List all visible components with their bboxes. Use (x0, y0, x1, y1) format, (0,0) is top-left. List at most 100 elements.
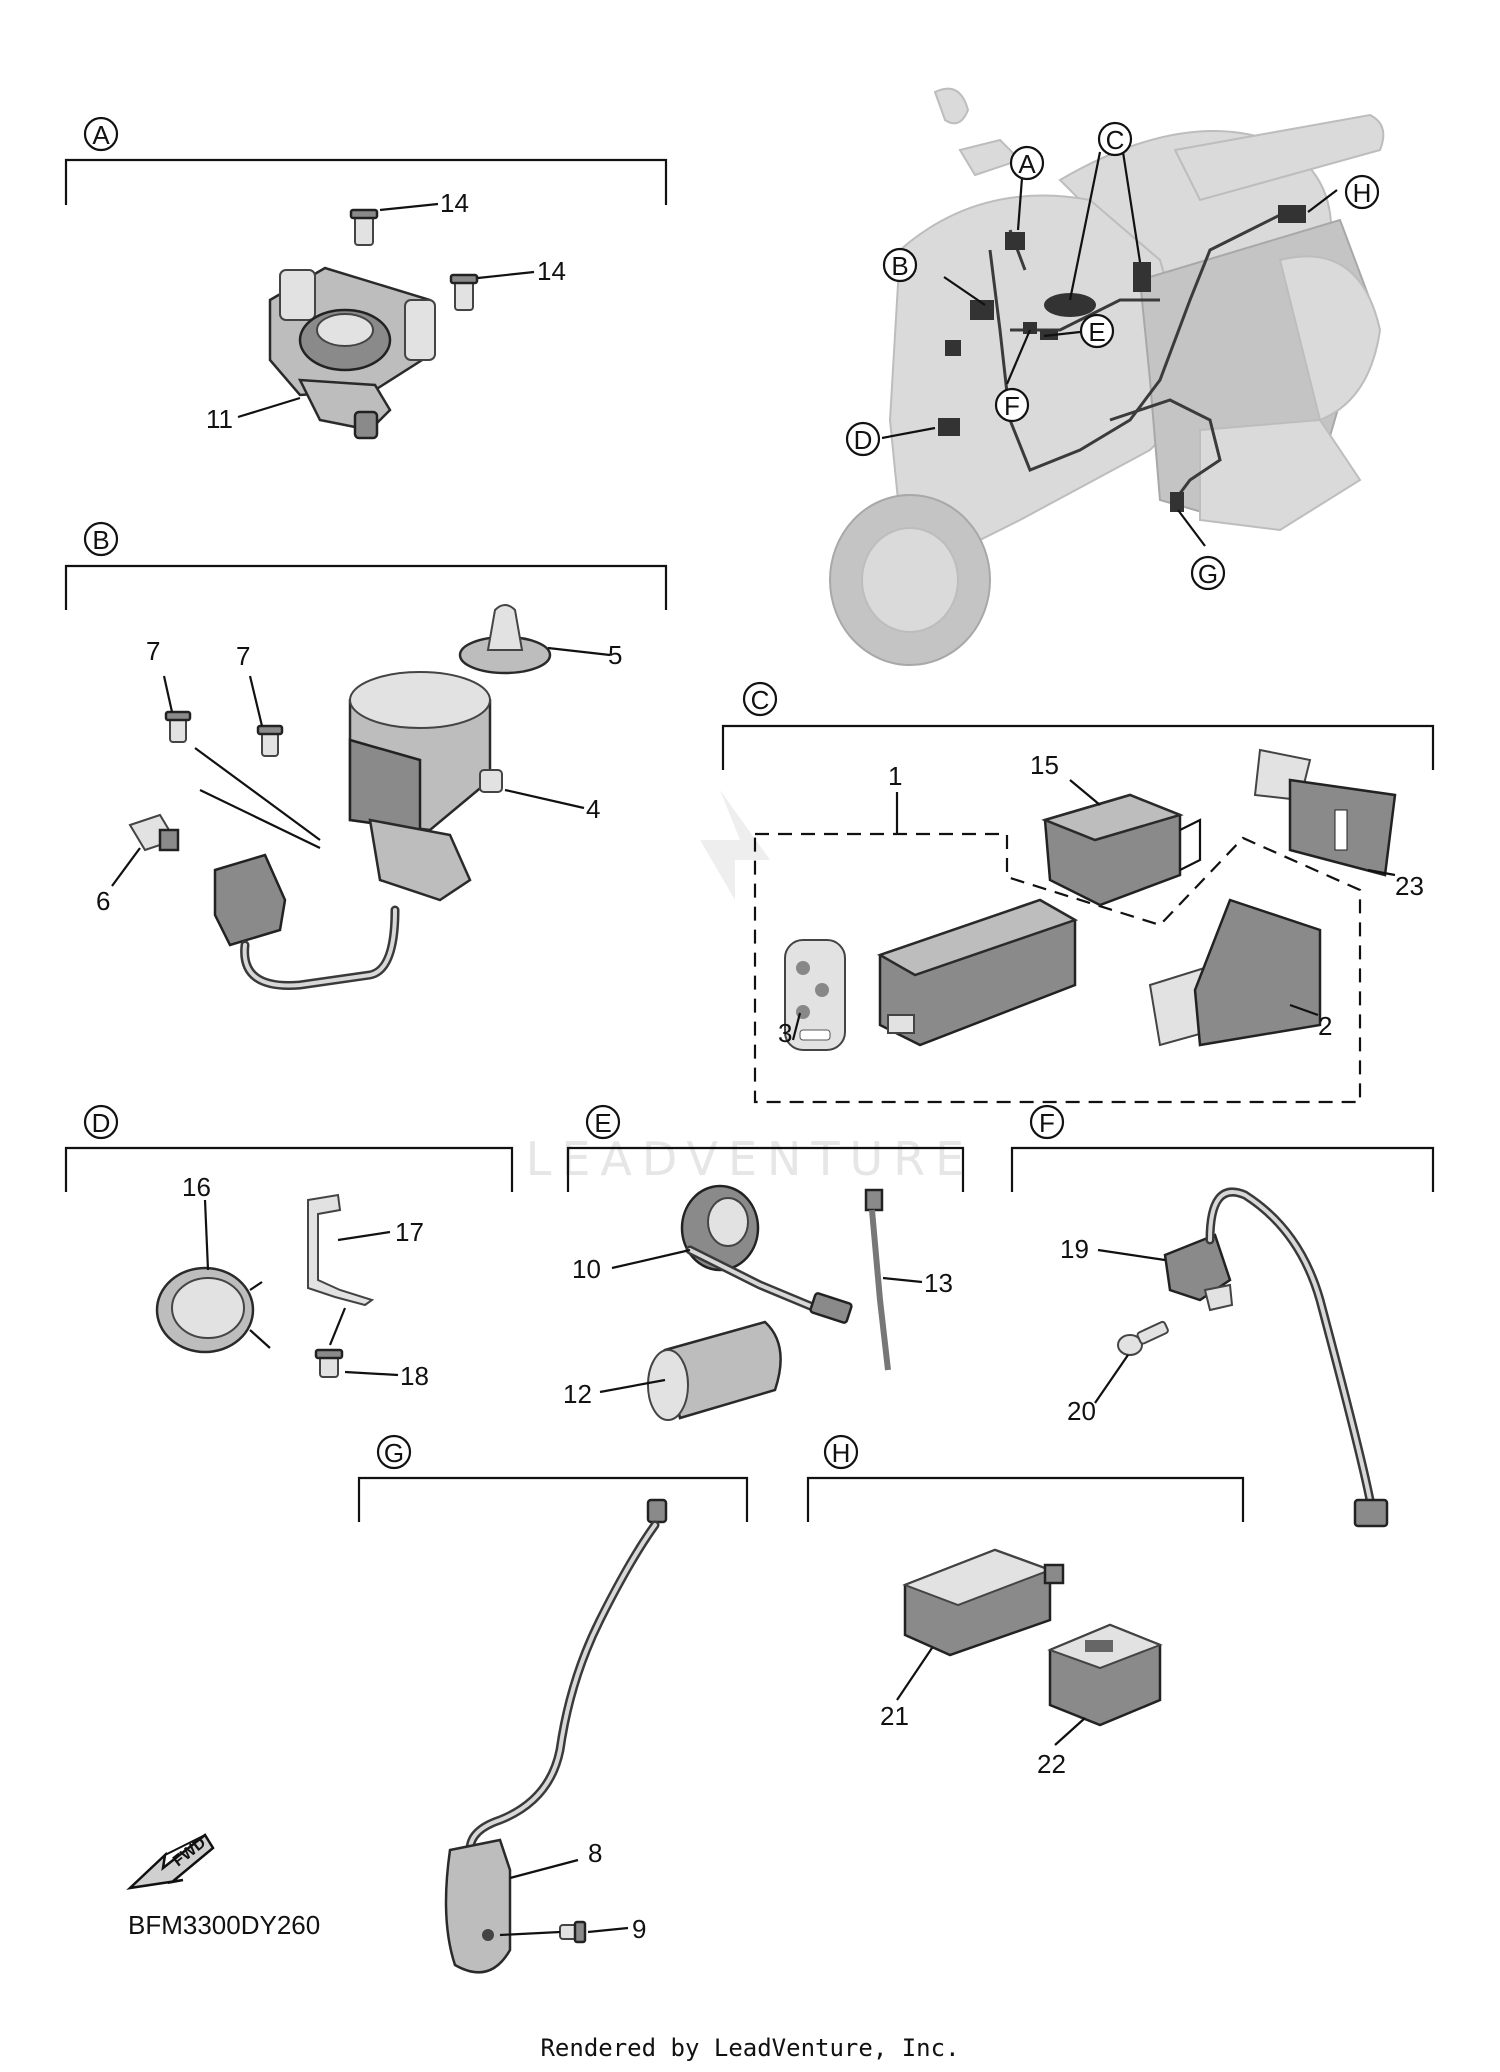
overview-c-letter: C (1106, 125, 1125, 155)
part-1-unit-drawing (876, 898, 1079, 1047)
overview-a-letter: A (1018, 149, 1036, 179)
section-h: H 21 22 (806, 1434, 1245, 1779)
section-c: C (721, 681, 1435, 1104)
section-b: B (64, 521, 668, 990)
section-d-bracket (64, 1146, 514, 1192)
label-15: 15 (1030, 750, 1059, 780)
section-a-bracket (64, 158, 668, 205)
section-h-letter: H (832, 1438, 851, 1468)
label-2: 2 (1318, 1011, 1332, 1041)
section-e-marker (585, 1104, 621, 1140)
overview-f-marker (994, 387, 1030, 423)
part-18-drawing (314, 1348, 344, 1378)
part-4-drawing (348, 671, 503, 902)
overview-g-marker (1190, 555, 1226, 591)
section-f: F 19 20 (1010, 1104, 1435, 1528)
part-16-drawing (155, 1266, 271, 1354)
section-a-letter: A (92, 120, 110, 150)
overview-c-marker (1097, 121, 1133, 157)
overview-b-letter: B (891, 251, 908, 281)
part-2-drawing (1148, 898, 1322, 1047)
section-c-bracket (721, 724, 1435, 770)
part-8-drawing (444, 1498, 668, 1974)
overview-f-letter: F (1004, 391, 1020, 421)
section-a: A 14 14 11 (64, 116, 668, 440)
watermark-text: LEADVENTURE (526, 1132, 975, 1186)
section-g-marker (376, 1434, 412, 1470)
overview-e-letter: E (1088, 317, 1105, 347)
label-20: 20 (1067, 1396, 1096, 1426)
label-7b: 7 (236, 641, 250, 671)
part-20-drawing (1117, 1320, 1169, 1356)
part-10-drawing (680, 1184, 853, 1324)
label-9: 9 (632, 1914, 646, 1944)
footer-credit: Rendered by LeadVenture, Inc. (540, 2034, 959, 2062)
label-21: 21 (880, 1701, 909, 1731)
label-16: 16 (182, 1172, 211, 1202)
part-12-drawing (647, 1320, 782, 1421)
section-h-marker (823, 1434, 859, 1470)
label-23: 23 (1395, 871, 1424, 901)
part-7b-drawing (256, 724, 284, 757)
label-22: 22 (1037, 1749, 1066, 1779)
section-d-marker (83, 1104, 119, 1140)
part-17-drawing (307, 1193, 375, 1307)
label-14a: 14 (440, 188, 469, 218)
scooter-overview: A B C D E F G H (829, 87, 1385, 666)
label-5: 5 (608, 640, 622, 670)
label-6: 6 (96, 886, 110, 916)
label-10: 10 (572, 1254, 601, 1284)
section-d-letter: D (92, 1108, 111, 1138)
overview-d-marker (845, 421, 881, 457)
part-3-drawing (784, 939, 846, 1051)
section-f-bracket (1010, 1146, 1435, 1192)
overview-a-marker (1009, 145, 1045, 181)
section-c-marker (742, 681, 778, 717)
part-22-drawing (1047, 1623, 1163, 1727)
section-e-letter: E (594, 1108, 611, 1138)
part-21-drawing (902, 1548, 1065, 1657)
label-3: 3 (778, 1018, 792, 1048)
part-14b-drawing (449, 273, 479, 311)
section-e: E 10 12 13 (563, 1104, 965, 1421)
part-14a-drawing (349, 208, 379, 246)
label-7a: 7 (146, 636, 160, 666)
section-g-bracket (357, 1476, 749, 1522)
section-b-letter: B (92, 525, 109, 555)
part-19-drawing (1163, 1187, 1389, 1528)
part-5-drawing (458, 604, 552, 675)
fwd-indicator: FWD (126, 1833, 215, 1890)
part-6-drawing (128, 813, 180, 852)
diagram-code: BFM3300DY260 (128, 1910, 320, 1940)
section-f-marker (1029, 1104, 1065, 1140)
section-g-letter: G (384, 1438, 404, 1468)
section-d: D 16 17 18 (64, 1104, 514, 1391)
part-4-harness-drawing (213, 853, 400, 990)
label-18: 18 (400, 1361, 429, 1391)
label-1: 1 (888, 761, 902, 791)
part-7a-drawing (164, 710, 192, 743)
watermark: LEADVENTURE (526, 790, 975, 1186)
part-1-kit-outline (753, 832, 1362, 1104)
overview-g-letter: G (1198, 559, 1218, 589)
part-15-drawing (1041, 793, 1202, 907)
section-h-bracket (806, 1476, 1245, 1522)
part-13-drawing (864, 1188, 891, 1371)
label-14b: 14 (537, 256, 566, 286)
label-19: 19 (1060, 1234, 1089, 1264)
label-17: 17 (395, 1217, 424, 1247)
overview-b-marker (882, 247, 918, 283)
overview-e-marker (1079, 313, 1115, 349)
label-12: 12 (563, 1379, 592, 1409)
section-e-bracket (566, 1146, 965, 1192)
label-8: 8 (588, 1838, 602, 1868)
part-11-drawing (268, 266, 436, 440)
section-a-marker (83, 116, 119, 152)
section-f-letter: F (1039, 1108, 1055, 1138)
overview-d-letter: D (854, 425, 873, 455)
label-11: 11 (206, 404, 233, 434)
section-b-marker (83, 521, 119, 557)
section-g: G 8 9 (357, 1434, 749, 1974)
section-b-bracket (64, 564, 668, 610)
